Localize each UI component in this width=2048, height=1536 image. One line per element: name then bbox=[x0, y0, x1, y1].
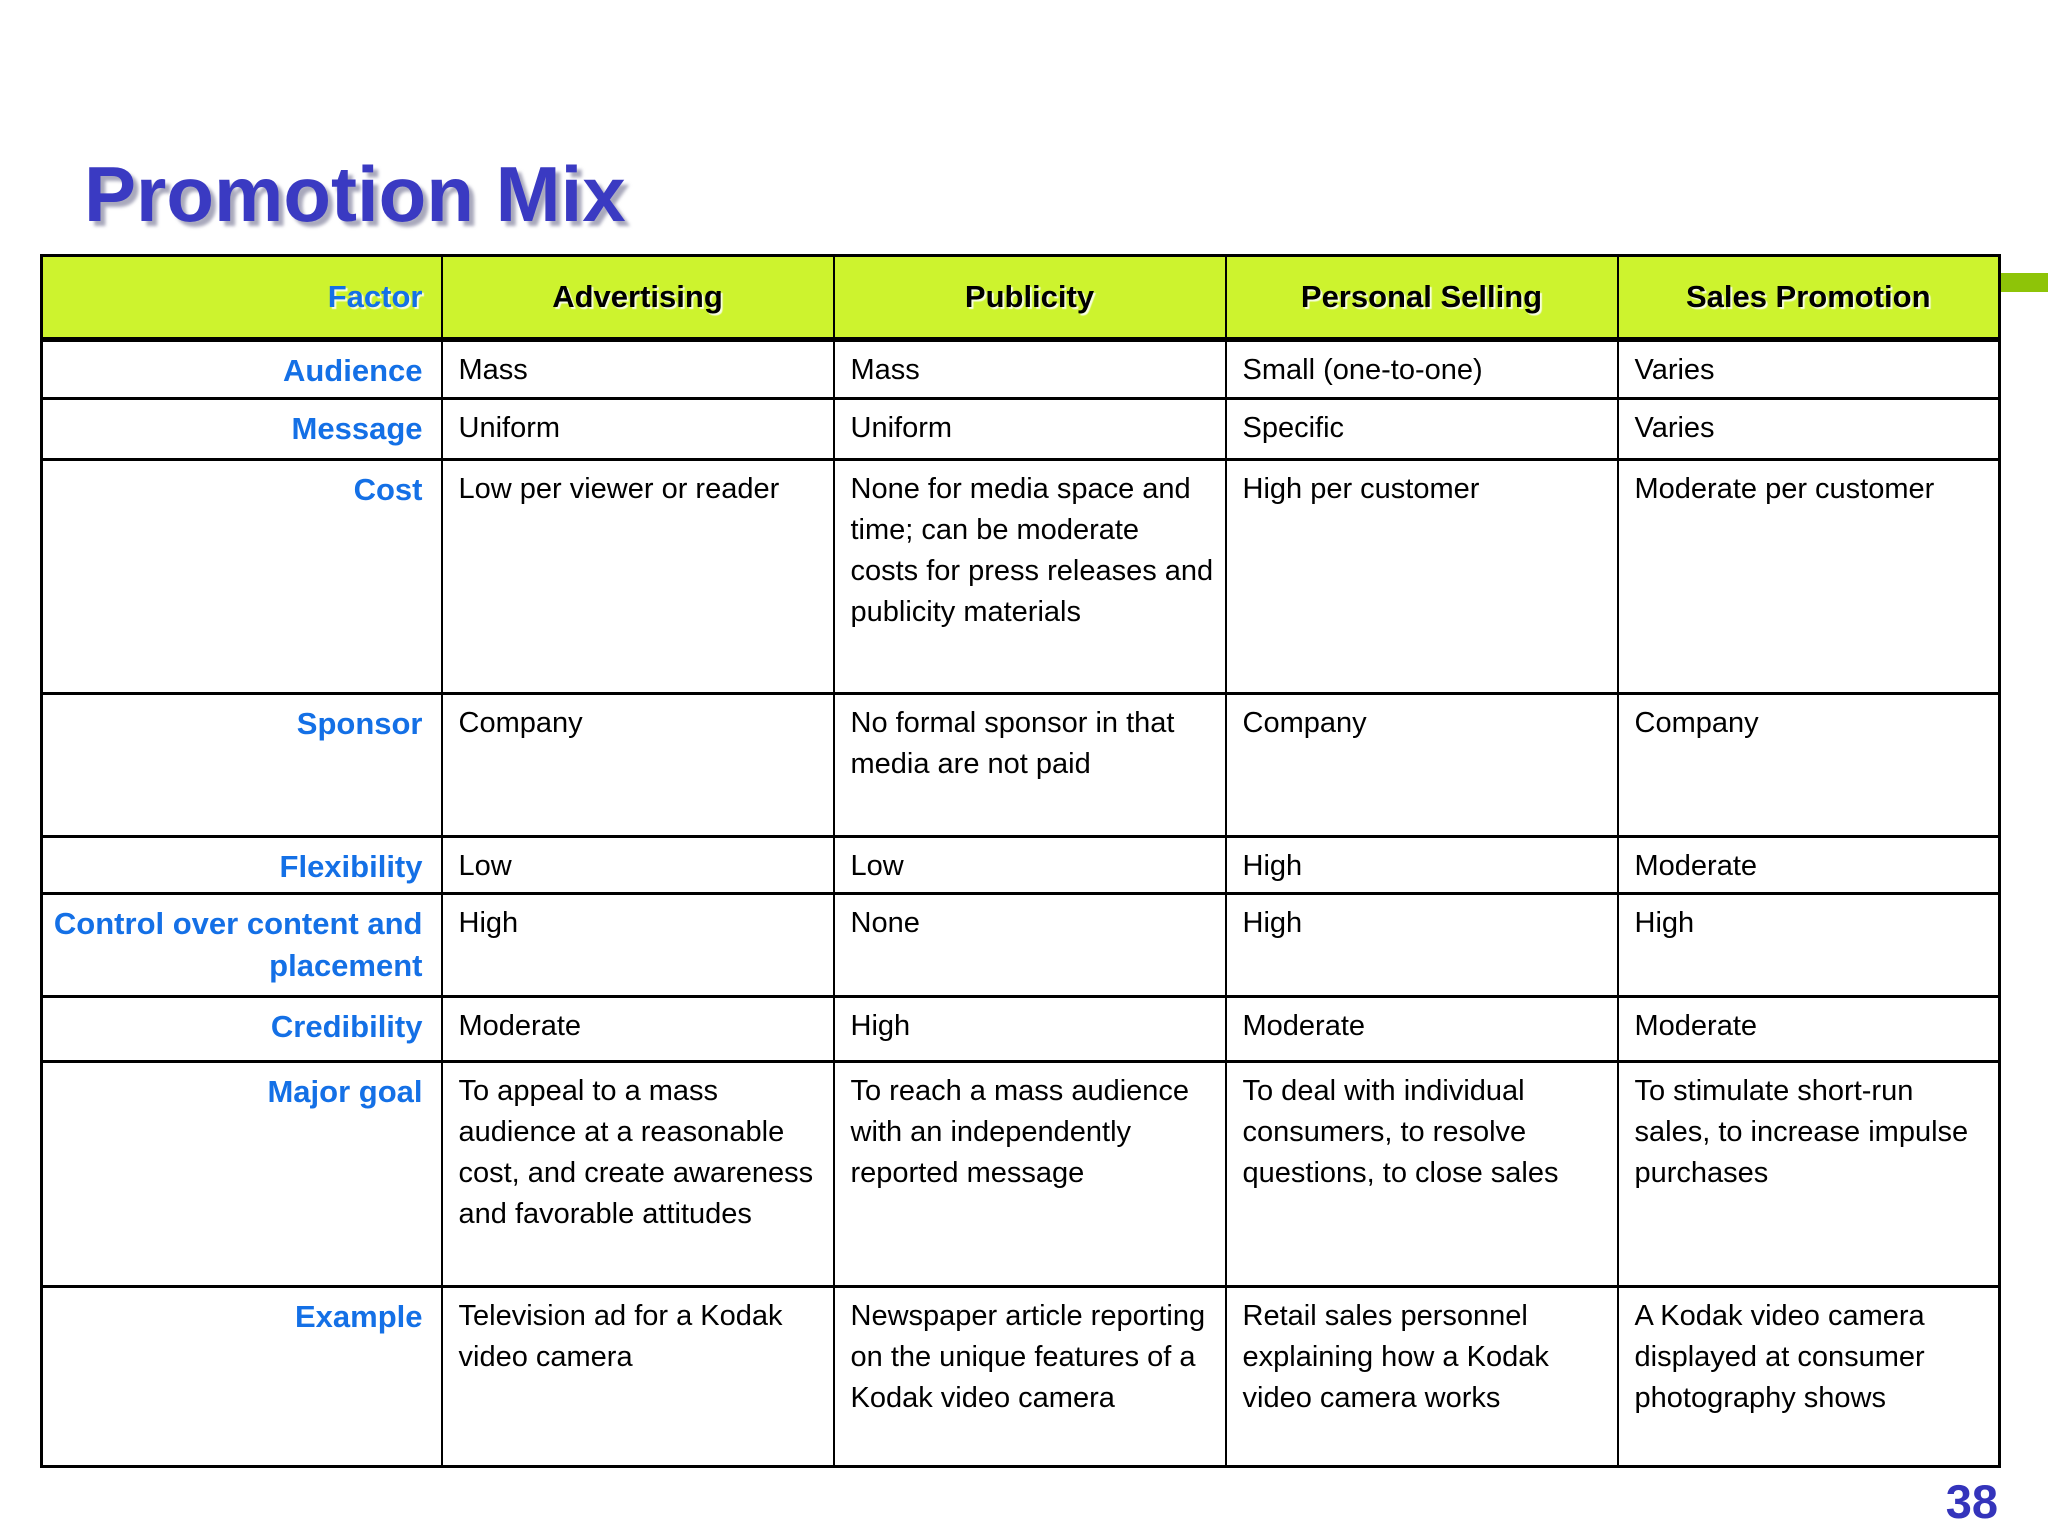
factor-cell: Sponsor bbox=[40, 692, 443, 838]
data-cell: Television ad for a Kodak video camera bbox=[440, 1285, 835, 1468]
factor-cell: Major goal bbox=[40, 1060, 443, 1288]
header-side-tab bbox=[2001, 273, 2048, 292]
data-cell: Mass bbox=[440, 338, 835, 400]
data-cell: Uniform bbox=[440, 397, 835, 461]
data-cell: Retail sales personnel explaining how a … bbox=[1224, 1285, 1619, 1468]
data-cell: Mass bbox=[832, 338, 1227, 400]
data-cell: None for media space and time; can be mo… bbox=[832, 458, 1227, 695]
slide-title: Promotion Mix bbox=[84, 150, 626, 239]
factor-cell: Message bbox=[40, 397, 443, 461]
data-cell: To reach a mass audience with an indepen… bbox=[832, 1060, 1227, 1288]
column-header-factor: Factor bbox=[40, 254, 443, 342]
factor-cell: Example bbox=[40, 1285, 443, 1468]
table-row-sponsor: Sponsor Company No formal sponsor in tha… bbox=[40, 692, 2001, 838]
table-row-audience: Audience Mass Mass Small (one-to-one) Va… bbox=[40, 338, 2001, 400]
data-cell: High per customer bbox=[1224, 458, 1619, 695]
data-cell: Moderate per customer bbox=[1616, 458, 2001, 695]
data-cell: To appeal to a mass audience at a reason… bbox=[440, 1060, 835, 1288]
data-cell: Low per viewer or reader bbox=[440, 458, 835, 695]
data-cell: High bbox=[440, 892, 835, 998]
data-cell: Moderate bbox=[1616, 835, 2001, 895]
data-cell: Low bbox=[440, 835, 835, 895]
data-cell: Low bbox=[832, 835, 1227, 895]
factor-cell: Flexibility bbox=[40, 835, 443, 895]
data-cell: Specific bbox=[1224, 397, 1619, 461]
table-row-example: Example Television ad for a Kodak video … bbox=[40, 1285, 2001, 1468]
data-cell: To deal with individual consumers, to re… bbox=[1224, 1060, 1619, 1288]
data-cell: High bbox=[1224, 892, 1619, 998]
table-row-flexibility: Flexibility Low Low High Moderate bbox=[40, 835, 2001, 895]
data-cell: Uniform bbox=[832, 397, 1227, 461]
data-cell: To stimulate short-run sales, to increas… bbox=[1616, 1060, 2001, 1288]
factor-cell: Control over content and placement bbox=[40, 892, 443, 998]
table-row-cost: Cost Low per viewer or reader None for m… bbox=[40, 458, 2001, 695]
factor-cell: Credibility bbox=[40, 995, 443, 1063]
data-cell: Moderate bbox=[1616, 995, 2001, 1063]
table-row-control: Control over content and placement High … bbox=[40, 892, 2001, 998]
data-cell: Moderate bbox=[440, 995, 835, 1063]
table-row-credibility: Credibility Moderate High Moderate Moder… bbox=[40, 995, 2001, 1063]
data-cell: A Kodak video camera displayed at consum… bbox=[1616, 1285, 2001, 1468]
data-cell: No formal sponsor in that media are not … bbox=[832, 692, 1227, 838]
data-cell: Moderate bbox=[1224, 995, 1619, 1063]
data-cell: High bbox=[1224, 835, 1619, 895]
data-cell: Company bbox=[440, 692, 835, 838]
table-row-message: Message Uniform Uniform Specific Varies bbox=[40, 397, 2001, 461]
data-cell: High bbox=[832, 995, 1227, 1063]
data-cell: High bbox=[1616, 892, 2001, 998]
data-cell: Company bbox=[1616, 692, 2001, 838]
column-header-advertising: Advertising bbox=[440, 254, 835, 342]
data-cell: Varies bbox=[1616, 397, 2001, 461]
table-row-major-goal: Major goal To appeal to a mass audience … bbox=[40, 1060, 2001, 1288]
data-cell: Varies bbox=[1616, 338, 2001, 400]
page-number: 38 bbox=[1945, 1475, 1998, 1528]
factor-cell: Cost bbox=[40, 458, 443, 695]
column-header-personal-selling: Personal Selling bbox=[1224, 254, 1619, 342]
factor-cell: Audience bbox=[40, 338, 443, 400]
data-cell: None bbox=[832, 892, 1227, 998]
column-header-publicity: Publicity bbox=[832, 254, 1227, 342]
promotion-mix-table: Factor Advertising Publicity Personal Se… bbox=[40, 254, 2001, 1468]
header-row: Factor Advertising Publicity Personal Se… bbox=[40, 254, 2001, 342]
data-cell: Company bbox=[1224, 692, 1619, 838]
data-cell: Newspaper article reporting on the uniqu… bbox=[832, 1285, 1227, 1468]
data-cell: Small (one-to-one) bbox=[1224, 338, 1619, 400]
column-header-sales-promotion: Sales Promotion bbox=[1616, 254, 2001, 342]
